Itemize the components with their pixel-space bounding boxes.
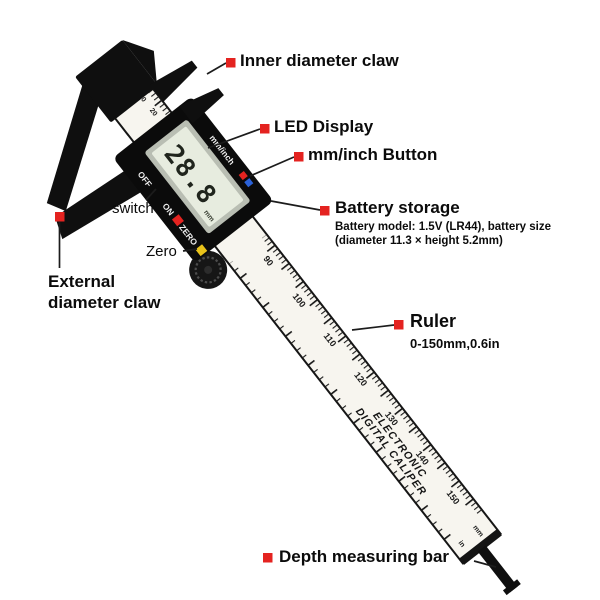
ruler-in-unit: in bbox=[457, 540, 466, 549]
leader-zero bbox=[182, 248, 198, 252]
marker-depth-bar bbox=[263, 553, 273, 563]
label-battery-storage: Battery storage bbox=[335, 198, 460, 217]
marker-battery bbox=[320, 206, 330, 216]
depth-rod bbox=[477, 545, 518, 593]
label-led-display: LED Display bbox=[274, 117, 374, 136]
head-block bbox=[75, 40, 158, 122]
marker-external-claw bbox=[55, 212, 65, 222]
label-external-line2: diameter claw bbox=[48, 293, 161, 312]
inner-slider-jaw bbox=[179, 88, 224, 124]
leader-mm-inch-button bbox=[249, 156, 295, 177]
ruler-ticks-top-major bbox=[258, 234, 484, 518]
leader-depth-bar bbox=[473, 560, 497, 568]
label-battery-size: (diameter 11.3 × height 5.2mm) bbox=[335, 235, 503, 247]
leader-inner-claw bbox=[206, 62, 227, 75]
beam-end-cap bbox=[459, 529, 502, 565]
inner-fixed-jaw bbox=[149, 60, 198, 102]
on-button bbox=[171, 214, 184, 227]
label-external-diameter-claw: External diameter claw bbox=[48, 271, 160, 313]
leader-lines bbox=[55, 58, 497, 568]
depth-rod-tip bbox=[502, 579, 521, 596]
marker-mm-inch-button bbox=[294, 152, 304, 162]
label-switch: switch bbox=[112, 200, 154, 217]
label-mm-inch-button: mm/inch Button bbox=[308, 145, 438, 164]
leader-ruler bbox=[351, 324, 395, 331]
thumb-roller-center bbox=[204, 265, 213, 274]
marker-inner-claw bbox=[226, 58, 236, 68]
indicator-blue-icon bbox=[244, 178, 254, 188]
leader-led-display bbox=[207, 128, 261, 149]
label-inner-diameter-claw: Inner diameter claw bbox=[240, 51, 399, 70]
label-depth-measuring-bar: Depth measuring bar bbox=[279, 547, 450, 566]
zero-button bbox=[195, 244, 208, 257]
label-battery-model: Battery model: 1.5V (LR44), battery size bbox=[335, 221, 552, 233]
label-ruler-range: 0-150mm,0.6in bbox=[410, 336, 500, 351]
ruler-start-number: 10 bbox=[137, 93, 147, 104]
marker-led-display bbox=[260, 124, 270, 134]
label-zero: Zero bbox=[146, 243, 177, 260]
leader-switch bbox=[145, 188, 157, 201]
ruler-mm-number: 90 bbox=[261, 254, 275, 268]
ruler-ticks-bottom-major bbox=[228, 258, 452, 542]
indicator-red-icon bbox=[238, 170, 248, 181]
external-fixed-jaw bbox=[46, 83, 99, 212]
ruler-start-number: 20 bbox=[148, 107, 158, 118]
label-external-line1: External bbox=[48, 272, 116, 291]
leader-battery bbox=[270, 200, 321, 211]
label-ruler: Ruler bbox=[410, 311, 457, 331]
marker-ruler bbox=[394, 320, 404, 330]
lcd-screen bbox=[152, 126, 243, 227]
